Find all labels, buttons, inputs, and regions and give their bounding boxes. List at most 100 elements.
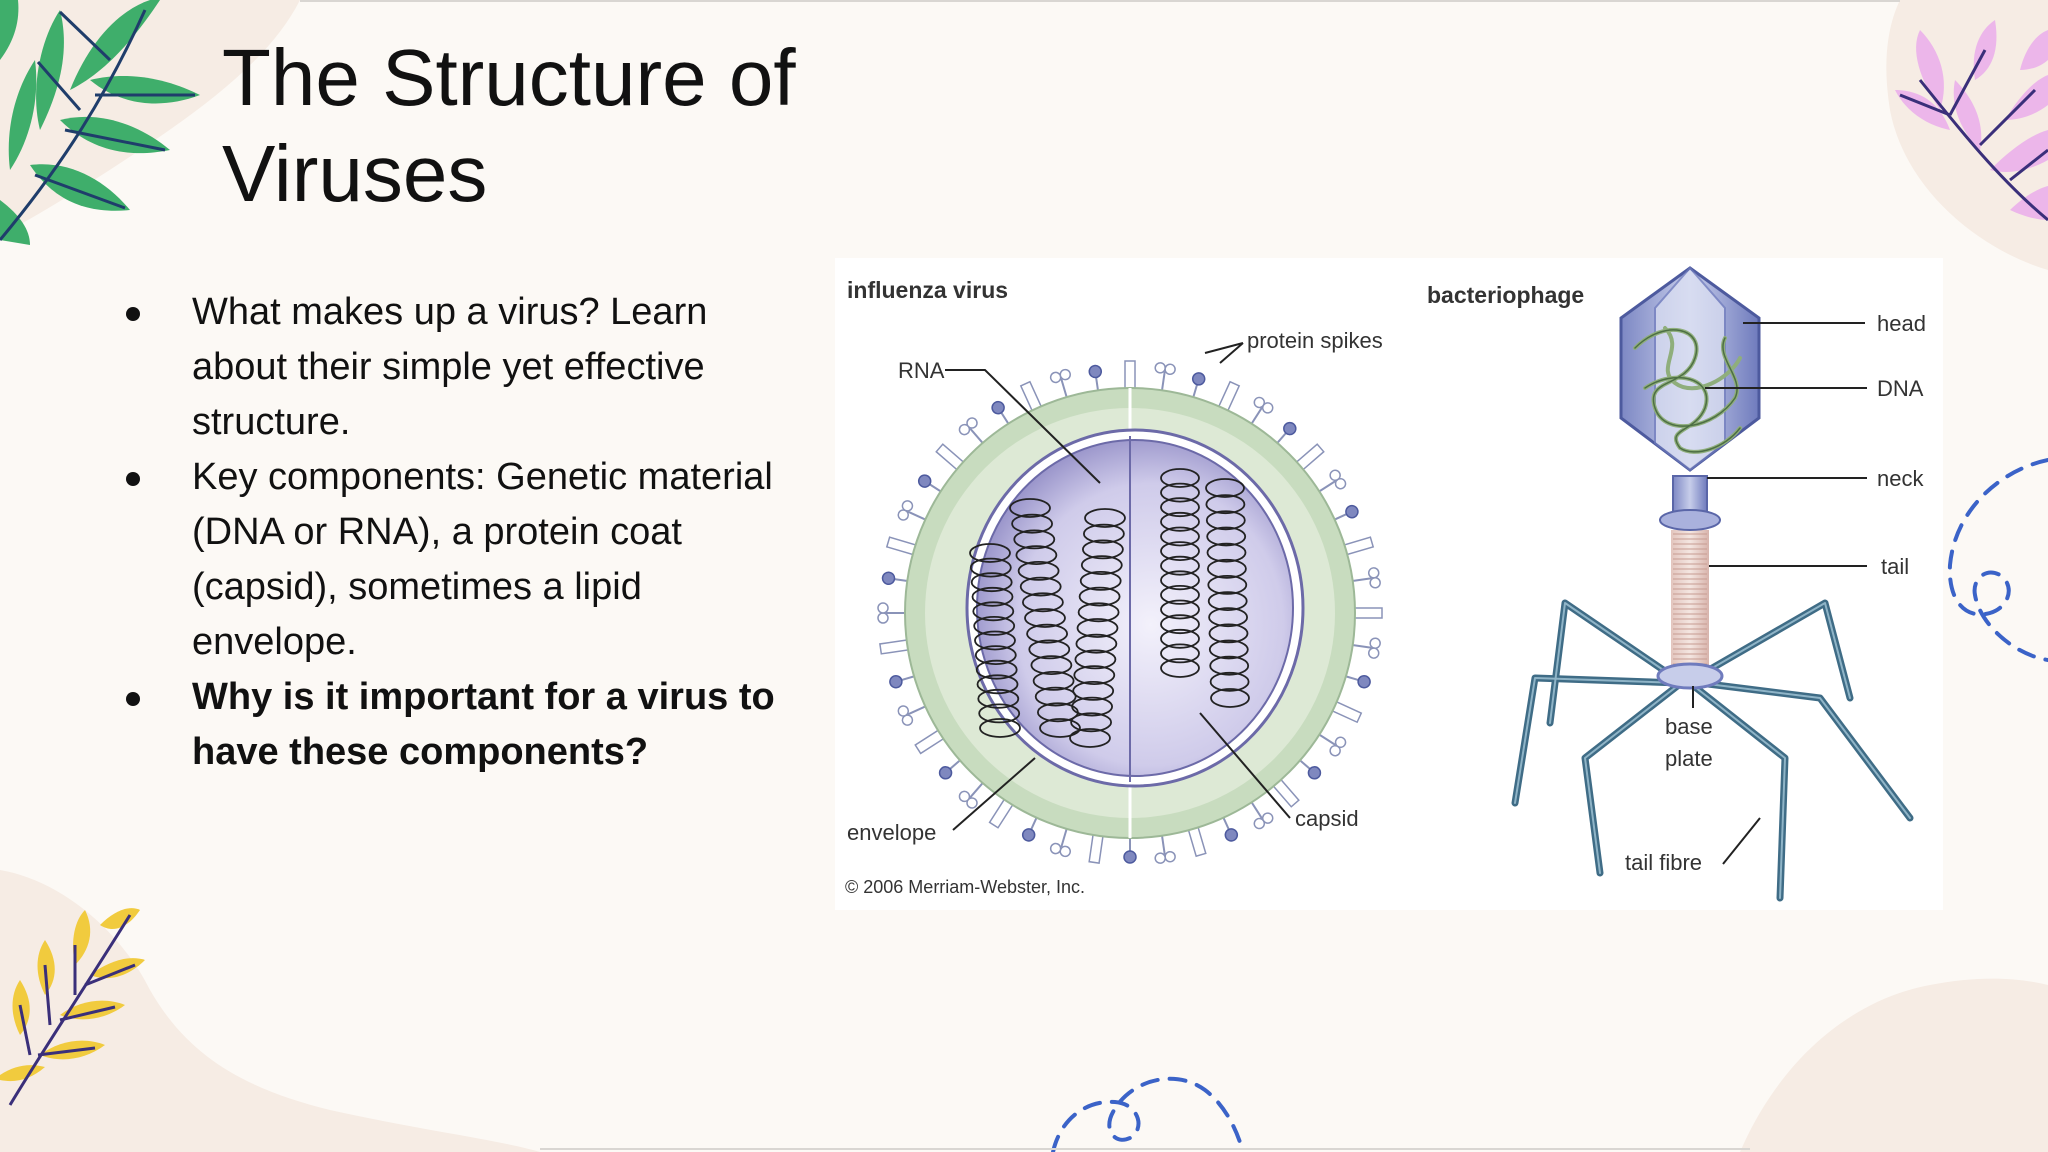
- rna-loop: [1160, 599, 1200, 620]
- rna-loop: [971, 586, 1014, 607]
- rna-loop: [1160, 570, 1200, 591]
- protein-spike: [1191, 372, 1206, 401]
- rna-loop: [1024, 608, 1066, 628]
- rna-loop: [969, 543, 1011, 563]
- blob-bottom-right: [1740, 978, 2048, 1152]
- rna-loop: [1160, 658, 1200, 678]
- rna-loop: [1013, 529, 1056, 550]
- rna-loop: [1209, 671, 1250, 692]
- bullet-text: What makes up a virus? Learn about their…: [192, 291, 708, 443]
- rna-loop: [1080, 555, 1123, 576]
- bullet-dot-icon: [126, 472, 140, 486]
- rna-loop: [1075, 633, 1118, 654]
- rna-loop: [974, 645, 1017, 666]
- rna-coils: [969, 468, 1250, 748]
- rna-loop: [1206, 526, 1247, 547]
- rna-loop: [1076, 618, 1119, 638]
- slide-bottom-border: [540, 1148, 1750, 1150]
- base-plate: [1656, 662, 1724, 690]
- protein-spike: [1351, 607, 1383, 619]
- rna-loop: [979, 718, 1021, 738]
- dashed-swirl-icon: [1051, 1076, 1245, 1152]
- bullet-item: Why is it important for a virus to have …: [108, 670, 808, 780]
- bullet-dot-icon: [126, 307, 140, 321]
- page-title: The Structure of Viruses: [222, 30, 796, 222]
- rna-loop: [1077, 602, 1120, 623]
- protein-spike: [897, 704, 929, 726]
- rna-loop: [1072, 680, 1115, 701]
- label-dna: DNA: [1877, 376, 1924, 401]
- virus-diagram-svg: influenza virus RNA protein spikes envel…: [835, 258, 1943, 910]
- green-leaf-icon: [0, 0, 200, 245]
- rna-loop: [1160, 628, 1200, 649]
- label-envelope: envelope: [847, 820, 936, 845]
- label-neck: neck: [1877, 466, 1924, 491]
- collar: [1659, 509, 1721, 531]
- tail-sheath: [1671, 530, 1709, 675]
- protein-spike: [1049, 825, 1071, 858]
- rna-loop: [1208, 607, 1249, 628]
- rna-loop: [1160, 541, 1200, 562]
- rna-loop: [1070, 712, 1113, 733]
- rna-loop: [974, 630, 1016, 651]
- label-tail: tail: [1881, 554, 1909, 579]
- rna-loop: [1205, 510, 1246, 531]
- rna-loop: [1021, 592, 1064, 613]
- rna-loop: [978, 703, 1021, 724]
- rna-loop: [1028, 639, 1071, 660]
- protein-spike: [877, 602, 908, 624]
- bullet-dot-icon: [126, 692, 140, 706]
- rna-loop: [1026, 623, 1069, 644]
- rna-loop: [977, 688, 1020, 709]
- rna-loop: [1073, 665, 1116, 686]
- bullet-list: What makes up a virus? Learn about their…: [108, 285, 808, 780]
- protein-spike: [1154, 362, 1176, 394]
- label-rna: RNA: [898, 358, 945, 383]
- rna-loop: [1160, 468, 1200, 488]
- rna-loop: [1209, 655, 1250, 676]
- slide-top-border: [300, 0, 1900, 2]
- rna-loop: [1206, 542, 1247, 563]
- leader-tail-fibre: [1722, 817, 1761, 865]
- copyright-text: © 2006 Merriam-Webster, Inc.: [845, 877, 1085, 897]
- leader-envelope: [952, 757, 1036, 831]
- protein-spike: [1316, 732, 1347, 757]
- bacteriophage: [1511, 266, 1914, 902]
- rna-loop: [1160, 614, 1200, 635]
- influenza-title: influenza virus: [847, 277, 1008, 303]
- virus-diagram: influenza virus RNA protein spikes envel…: [835, 258, 1943, 910]
- rna-loop: [1034, 686, 1077, 707]
- rna-loop: [970, 572, 1013, 593]
- bullet-text: Why is it important for a virus to have …: [192, 676, 775, 773]
- protein-spike: [1349, 567, 1381, 589]
- rna-loop: [1019, 576, 1062, 597]
- rna-loop: [1205, 478, 1245, 498]
- rna-loop: [1015, 545, 1058, 566]
- blob-bottom-left: [0, 870, 540, 1152]
- label-protein-spikes: protein spikes: [1247, 328, 1383, 353]
- protein-spike: [1349, 637, 1381, 659]
- rna-loop: [1160, 555, 1200, 576]
- rna-loop: [1207, 574, 1248, 595]
- capsid: [976, 439, 1294, 777]
- rna-loop: [1160, 643, 1200, 664]
- rna-loop: [1082, 523, 1125, 544]
- label-tail-fibre: tail fibre: [1625, 850, 1702, 875]
- label-head: head: [1877, 311, 1926, 336]
- label-capsid: capsid: [1295, 806, 1359, 831]
- rna-loop: [975, 659, 1018, 680]
- yellow-leaf-icon: [0, 908, 145, 1106]
- rna-loop: [976, 674, 1019, 695]
- protein-spike: [1221, 814, 1239, 842]
- rna-loop: [1208, 623, 1249, 644]
- rna-loop: [1030, 655, 1073, 676]
- bacteriophage-title: bacteriophage: [1427, 282, 1584, 308]
- pink-leaf-icon: [1895, 20, 2048, 222]
- rna-loop: [972, 601, 1015, 622]
- rna-loop: [1078, 586, 1121, 607]
- protein-spike: [1124, 360, 1136, 392]
- leader-protein-spikes: [1204, 342, 1244, 364]
- leader-rna: [945, 369, 1101, 484]
- rna-loop: [1160, 482, 1200, 503]
